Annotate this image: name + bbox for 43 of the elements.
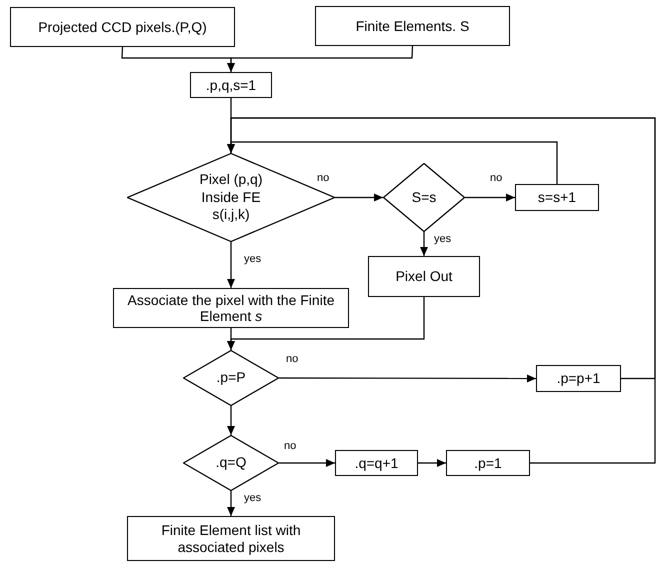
edge-label: no [316,172,330,184]
process-box [446,450,530,476]
process-box [368,256,480,297]
arrow [418,459,446,467]
process-box [315,6,510,46]
arrow [227,328,235,350]
edge-label: no [285,353,300,366]
arrow [335,194,383,202]
step-label: s=s+1 [538,189,576,206]
arrow [227,117,656,464]
process-box [515,184,599,211]
process-box [536,365,621,392]
process-box [10,7,235,47]
decision-label: Pixel (p,q) Inside FE s(i,j,k) [198,171,264,224]
step-label: .q=q+1 [354,454,398,472]
arrow [420,232,428,256]
step-label: Projected CCD pixels.(P,Q) [38,18,207,36]
process-box [190,72,272,98]
arrow [279,374,536,382]
step-label: Associate the pixel with the Finite Element s [126,292,336,324]
arrow [227,242,235,288]
step-label: Finite Element list with associated pixels [160,522,302,555]
step-label: .p=1 [474,454,502,472]
edge-label: yes [243,492,262,504]
arrow [465,194,515,202]
arrow [227,491,235,516]
step-label: .p=p+1 [556,370,600,387]
arrow [227,46,414,72]
arrow [279,459,335,467]
decision-label: S=s [412,188,436,206]
edge-label: yes [433,233,452,246]
step-label: Finite Elements. S [356,18,470,34]
arrow [227,406,235,435]
process-box [113,288,349,328]
step-label: .p,q,s=1 [206,76,256,94]
process-box [335,450,418,476]
decision-label: .q=Q [216,454,246,472]
step-label: Pixel Out [396,268,452,285]
process-box [127,516,335,561]
edge-label: no [283,440,298,452]
edge-label: yes [243,253,262,266]
edge-label: no [489,172,504,184]
decision-label: .p=P [216,369,246,387]
